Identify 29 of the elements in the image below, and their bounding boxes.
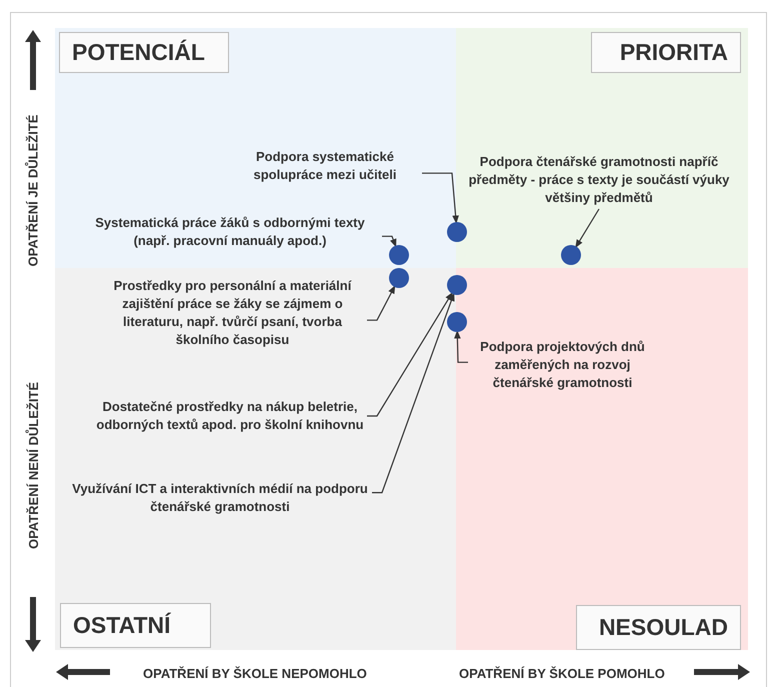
axis-label: OPATŘENÍ BY ŠKOLE POMOHLO — [459, 666, 665, 680]
axis-label: OPATŘENÍ NENÍ DŮLEŽITÉ — [26, 381, 41, 549]
quadrant-title: NESOULAD — [576, 605, 741, 650]
quadrant-area — [55, 268, 456, 650]
quadrant-area — [456, 28, 748, 268]
axis-label: OPATŘENÍ BY ŠKOLE NEPOMOHLO — [143, 666, 367, 680]
leader-line — [454, 330, 468, 363]
axis-label: OPATŘENÍ JE DŮLEŽITÉ — [25, 114, 40, 266]
quadrant-title: POTENCIÁL — [59, 32, 229, 73]
leader-line — [367, 292, 453, 417]
leader-line — [367, 285, 396, 321]
quadrant-title: PRIORITA — [591, 32, 741, 73]
quadrant-title: OSTATNÍ — [60, 603, 211, 648]
data-point — [561, 245, 581, 265]
point-label: Systematická práce žáků s odbornými texty (např. pracovní manuály apod.) — [80, 214, 380, 250]
leader-line — [575, 208, 600, 248]
point-label: Podpora systematické spolupráce mezi učiteli — [230, 148, 420, 184]
point-label: Prostředky pro personální a materiální zajištění práce se žáky se zájmem o literaturu, např. tvůrčí psaní, tvorba školního časopisu — [100, 277, 365, 349]
point-label: Dostatečné prostředky na nákup beletrie, odborných textů apod. pro školní knihovnu — [95, 398, 365, 434]
point-label: Využívání ICT a interaktivních médií na podporu čtenářské gramotnosti — [70, 480, 370, 516]
data-point — [389, 268, 409, 288]
quadrant-area — [456, 268, 748, 650]
leader-line — [372, 292, 455, 494]
leader-line — [382, 236, 396, 248]
leader-line — [422, 172, 459, 224]
point-label: Podpora projektových dnů zaměřených na rozvoj čtenářské gramotnosti — [470, 338, 655, 392]
quadrant-area — [55, 28, 456, 268]
point-label: Podpora čtenářské gramotnosti napříč předměty - práce s texty je součástí výuky většiny předmětů — [468, 153, 730, 207]
data-point — [389, 245, 409, 265]
